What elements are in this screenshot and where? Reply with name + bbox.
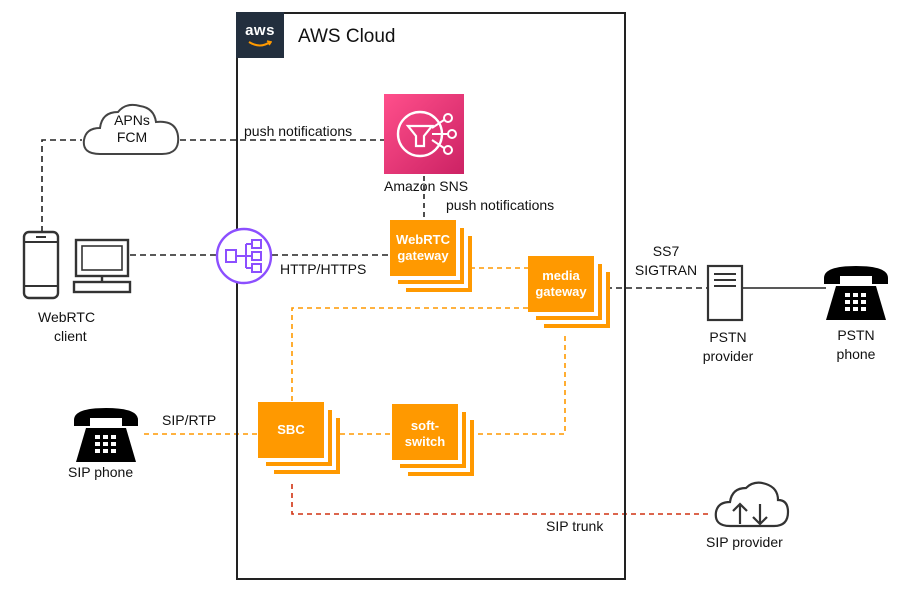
server-icon: [706, 264, 744, 322]
push-notifications-label-2: push notifications: [446, 197, 555, 213]
softswitch-node: soft- switch: [392, 404, 458, 460]
amazon-sns-label: Amazon SNS: [384, 178, 469, 194]
aws-logo: aws: [236, 12, 284, 58]
webrtc-gateway-node: WebRTC gateway: [390, 220, 456, 276]
aws-cloud-title: AWS Cloud: [298, 26, 396, 47]
line-phone-to-apns: [41, 139, 82, 232]
sip-rtp-label: SIP/RTP: [162, 412, 217, 428]
vpc-endpoint-icon: [215, 227, 273, 285]
mobile-phone-icon: [22, 230, 60, 300]
sbc-node: SBC: [258, 402, 324, 458]
webrtc-client-label: WebRTC client: [38, 309, 96, 344]
telephone-icon: [74, 408, 138, 462]
aws-cloud-boundary: [236, 12, 626, 580]
push-notifications-label-1: push notifications: [244, 123, 353, 139]
cloud-icon: [82, 103, 180, 155]
sns-icon: [396, 110, 457, 158]
media-gateway-node: media gateway: [528, 256, 594, 312]
desktop-computer-icon: [72, 238, 132, 294]
sip-trunk-label: SIP trunk: [546, 518, 604, 534]
telephone-icon: [824, 266, 888, 320]
ss7-sigtran-label: SS7 SIGTRAN: [634, 243, 698, 278]
cloud-upload-download-icon: [714, 481, 790, 528]
sip-phone-label: SIP phone: [68, 464, 134, 480]
pstn-provider-label: PSTN provider: [702, 329, 754, 364]
http-https-label: HTTP/HTTPS: [280, 261, 367, 277]
sip-provider-label: SIP provider: [706, 534, 783, 550]
pstn-phone-label: PSTN phone: [836, 327, 876, 362]
apns-fcm-label: APNs FCM: [114, 112, 150, 145]
aws-smile-icon: [248, 40, 272, 47]
amazon-sns-node: [384, 94, 464, 174]
